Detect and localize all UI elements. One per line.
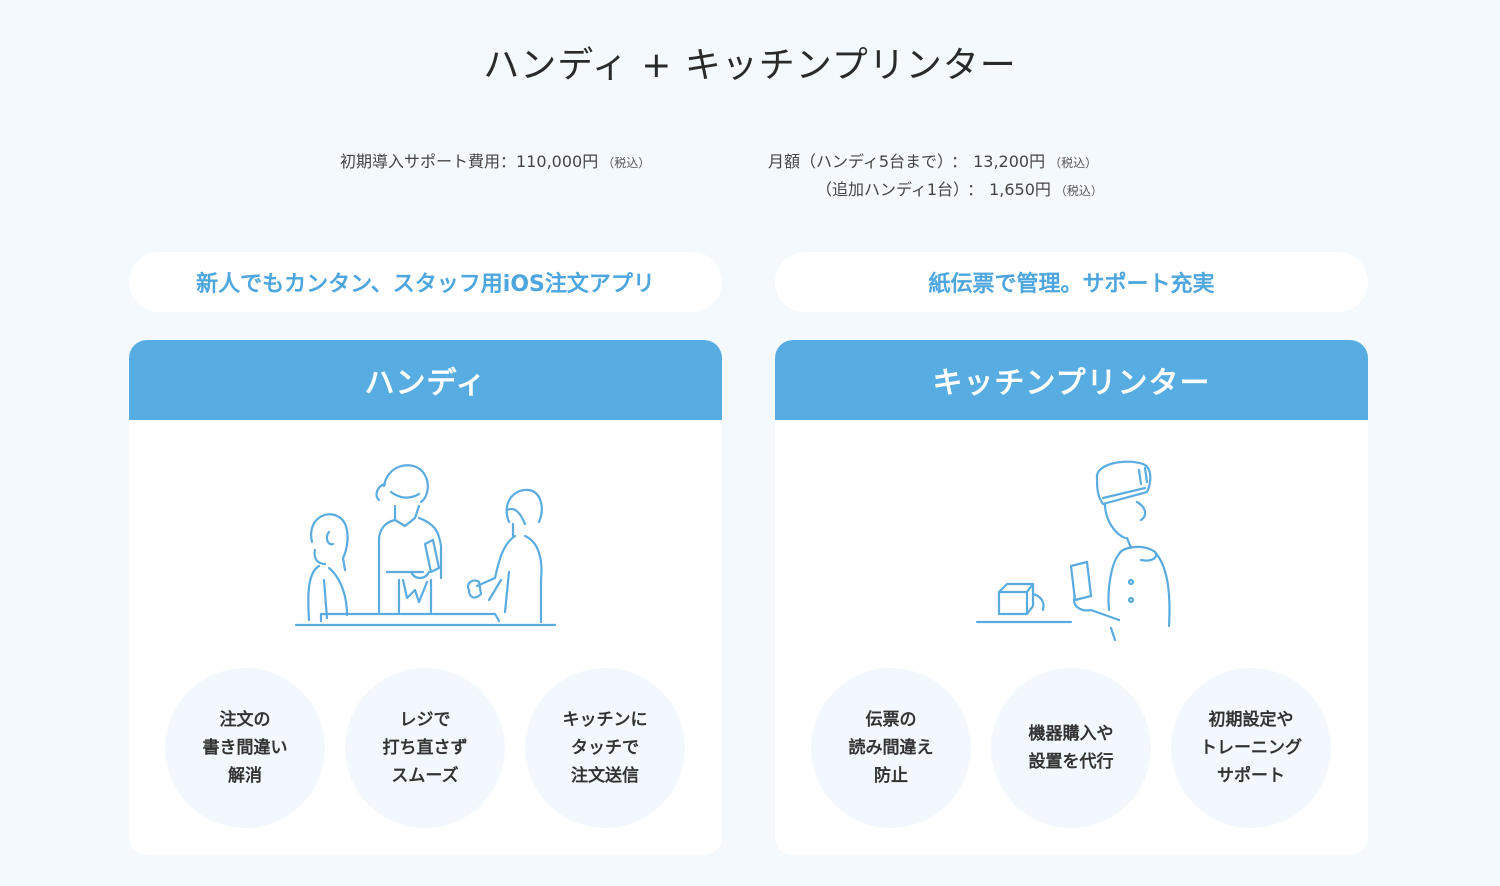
feature-line: 注文の [219,710,271,730]
price-initial: 初期導入サポート費用：110,000円（税込） [340,148,650,172]
price-initial-amount: 110,000円 [516,152,599,171]
pricing-info: 初期導入サポート費用：110,000円（税込） 月額（ハンディ5台まで）：13,… [0,146,1500,206]
price-extra-sep: ： [967,180,984,199]
price-monthly-label: 月額（ハンディ5台まで） [768,152,946,171]
price-extra-tax: （税込） [1054,184,1103,198]
price-extra-amount: 1,650円 [989,180,1051,199]
waitress-taking-order-illustration [129,450,722,650]
feature-line: 解消 [228,766,262,786]
feature-line: レジで [399,710,451,730]
feature-line: 機器購入や [1028,724,1114,744]
price-initial-sep: ： [500,152,517,171]
feature-line: 打ち直さず [382,738,468,758]
feature-circle: 注文の 書き間違い 解消 [165,668,325,828]
feature-circle: 機器購入や 設置を代行 [991,668,1151,828]
kitchen-printer-features: 伝票の 読み間違え 防止 機器購入や 設置を代行 初期設定や トレーニング サポ… [775,668,1368,828]
tagline-handy: 新人でもカンタン、スタッフ用iOS注文アプリ [129,252,722,312]
price-initial-tax: （税込） [602,156,651,170]
price-monthly-amount: 13,200円 [973,152,1046,171]
feature-line: 読み間違え [848,738,934,758]
chef-reading-ticket-icon [975,460,1171,642]
price-extra-label: （追加ハンディ1台） [816,180,962,199]
feature-line: 書き間違い [202,738,288,758]
feature-line: サポート [1217,766,1285,786]
price-initial-label: 初期導入サポート費用 [340,152,501,171]
feature-circle: キッチンに タッチで 注文送信 [525,668,685,828]
waitress-taking-order-icon [294,464,557,627]
feature-line: タッチで [571,738,639,758]
price-extra: （追加ハンディ1台） ： 1,650円（税込） [816,176,1103,200]
price-monthly: 月額（ハンディ5台まで） ： 13,200円（税込） [768,148,1097,172]
handy-features: 注文の 書き間違い 解消 レジで 打ち直さず スムーズ キッチンに タッチで 注… [129,668,722,828]
feature-line: 初期設定や [1208,710,1294,730]
tagline-kitchen-printer: 紙伝票で管理。サポート充実 [775,252,1368,312]
feature-line: 注文送信 [571,766,639,786]
feature-line: キッチンに [562,710,648,730]
price-monthly-sep: ： [951,152,968,171]
feature-line: トレーニング [1200,738,1302,758]
feature-line: スムーズ [391,766,459,786]
kitchen-printer-card: キッチンプリンター [775,340,1368,855]
feature-line: 設置を代行 [1028,752,1114,772]
handy-card-header: ハンディ [129,340,722,420]
price-monthly-tax: （税込） [1049,156,1098,170]
page-title: ハンディ + キッチンプリンター [483,45,1017,86]
kitchen-printer-card-header: キッチンプリンター [775,340,1368,420]
feature-line: 伝票の [865,710,917,730]
feature-circle: 伝票の 読み間違え 防止 [811,668,971,828]
chef-reading-ticket-illustration [775,450,1368,650]
feature-line: 防止 [874,766,908,786]
feature-circle: レジで 打ち直さず スムーズ [345,668,505,828]
feature-circle: 初期設定や トレーニング サポート [1171,668,1331,828]
handy-card: ハンディ [129,340,722,855]
